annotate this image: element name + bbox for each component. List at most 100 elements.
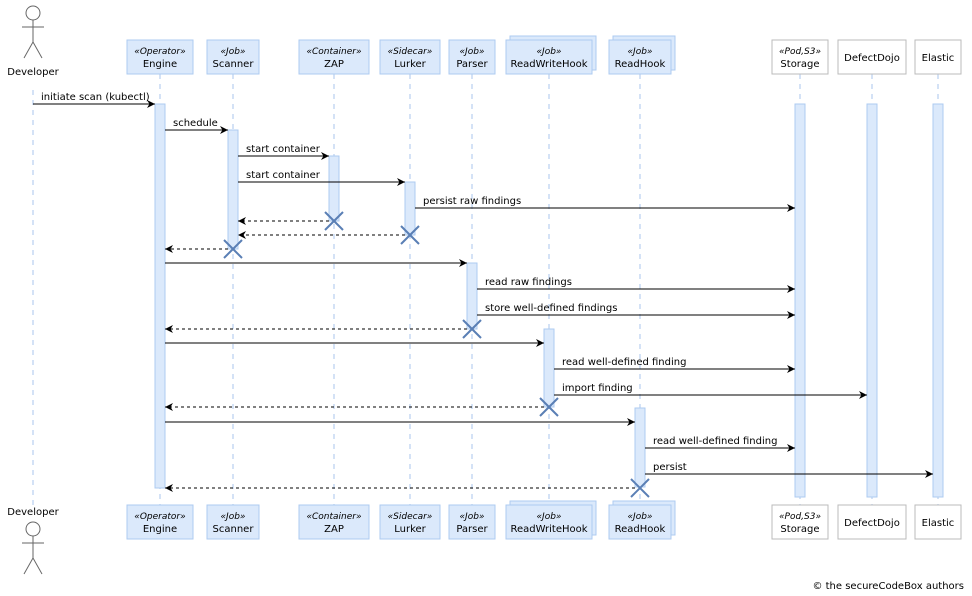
participant-name: Storage <box>780 524 819 535</box>
participant-lurker-bottom: «Sidecar»Lurker <box>379 504 441 540</box>
participant-readhook-bottom: «Job»ReadHook <box>608 500 676 540</box>
activation-bar-lurker <box>404 181 416 236</box>
participant-box <box>126 39 194 75</box>
message-label: persist <box>653 462 687 473</box>
participant-box <box>505 504 593 540</box>
activation-bar-readhook <box>634 407 646 488</box>
participant-name: Scanner <box>213 59 255 70</box>
participant-box <box>914 504 962 540</box>
participant-box <box>206 504 260 540</box>
message-label: store well-defined findings <box>485 303 617 314</box>
participant-stereotype: «Job» <box>460 47 485 57</box>
participant-engine-top: «Operator»Engine <box>126 39 194 75</box>
participant-box <box>771 39 829 75</box>
participant-stereotype: «Job» <box>628 512 653 522</box>
participant-parser-top: «Job»Parser <box>448 39 496 75</box>
participant-box <box>914 39 962 75</box>
activation-bar-elastic <box>932 103 944 498</box>
message-14-readwritehook-to-storage: read well-defined finding <box>554 357 795 373</box>
participant-stereotype: «Job» <box>221 512 246 522</box>
participant-box <box>608 39 672 75</box>
participant-stereotype: «Container» <box>306 512 361 522</box>
participant-name: Elastic <box>922 518 955 529</box>
participant-headers-bottom: Developer «Operator» Engine «Job»Scanner «Co… <box>7 500 962 575</box>
participant-zap-bottom: «Container» ZAP <box>298 504 370 540</box>
participant-stereotype: «Job» <box>460 512 485 522</box>
participant-box <box>448 39 496 75</box>
participant-readhook-top: «Job»ReadHook <box>608 35 676 75</box>
destroy-x-icon <box>630 478 650 498</box>
message-label: initiate scan (kubectl) <box>41 92 150 103</box>
activation-bar-zap <box>328 155 340 222</box>
message-label: schedule <box>173 118 218 129</box>
participant-stereotype: «Pod,S3» <box>779 512 821 522</box>
participant-name: Parser <box>456 524 488 535</box>
participant-box <box>505 39 593 75</box>
destroy-x-icon <box>539 397 559 417</box>
participant-storage-top: «Pod,S3»Storage <box>771 39 829 75</box>
participant-name: DefectDojo <box>844 53 900 64</box>
participant-scanner-bottom: «Job»Scanner <box>206 504 260 540</box>
participant-box <box>837 504 907 540</box>
message-label: import finding <box>562 383 633 394</box>
participant-parser-bottom: «Job» Parser <box>448 504 496 540</box>
participant-stereotype: «Pod,S3» <box>779 47 821 57</box>
message-label: read well-defined finding <box>562 357 686 368</box>
participant-name: Engine <box>143 524 177 535</box>
participant-box <box>771 504 829 540</box>
message-19-readhook-to-elastic: persist <box>645 462 933 478</box>
actor-developer-top: Developer <box>7 5 60 78</box>
copyright-notice: © the secureCodeBox authors <box>812 581 964 592</box>
message-11-parser-to-storage: store well-defined findings <box>477 303 795 319</box>
message-label: read well-defined finding <box>653 436 777 447</box>
messages-layer: initiate scan (kubectl) schedule start con… <box>33 92 933 492</box>
message-3-scanner-to-zap: start container <box>238 144 329 160</box>
message-5-lurker-to-storage: persist raw findings <box>415 196 795 212</box>
participant-lurker-top: «Sidecar»Lurker <box>379 39 441 75</box>
destroy-x-icon <box>400 225 420 245</box>
message-label: start container <box>246 144 321 155</box>
participant-box <box>126 504 194 540</box>
participant-stereotype: «Container» <box>306 47 361 57</box>
participant-name: Lurker <box>394 524 426 535</box>
participant-zap-top: «Container»ZAP <box>298 39 370 75</box>
activation-bar-engine <box>154 103 166 489</box>
participant-stereotype: «Job» <box>221 47 246 57</box>
participant-stereotype: «Job» <box>537 47 562 57</box>
activations-layer <box>154 103 944 498</box>
participant-stereotype: «Operator» <box>134 512 185 522</box>
participant-name: ZAP <box>324 524 344 535</box>
participant-box <box>608 504 672 540</box>
participant-box <box>206 39 260 75</box>
message-label: start container <box>246 170 321 181</box>
participant-defectdojo-bottom: DefectDojo <box>837 504 907 540</box>
participant-name: ReadWriteHook <box>510 524 587 535</box>
message-1-developer-to-engine: initiate scan (kubectl) <box>33 92 155 108</box>
participant-box <box>379 39 441 75</box>
participant-stereotype: «Job» <box>537 512 562 522</box>
activation-bar-storage <box>794 103 806 498</box>
message-10-parser-to-storage: read raw findings <box>477 277 795 293</box>
participant-box <box>448 504 496 540</box>
activation-bar-parser <box>466 262 478 330</box>
participant-name: Elastic <box>922 53 955 64</box>
participant-scanner-top: «Job» Scanner <box>206 39 260 75</box>
participant-defectdojo-top: DefectDojo <box>837 39 907 75</box>
participant-stereotype: «Job» <box>628 47 653 57</box>
message-label: read raw findings <box>485 277 572 288</box>
participant-box <box>837 39 907 75</box>
activation-bar-readwritehook <box>543 328 555 408</box>
message-2-engine-to-scanner: schedule <box>165 118 228 134</box>
actor-developer-bottom: Developer <box>7 507 60 575</box>
destroy-x-icon <box>223 239 243 259</box>
actor-label: Developer <box>7 67 59 78</box>
participant-name: ReadWriteHook <box>510 59 587 70</box>
participant-storage-bottom: «Pod,S3» Storage <box>771 504 829 540</box>
participant-readwritehook-top: «Job» ReadWriteHook <box>505 35 597 75</box>
participant-readwritehook-bottom: «Job» ReadWriteHook <box>505 500 597 540</box>
activation-bar-scanner <box>227 129 239 250</box>
actor-label: Developer <box>7 507 59 518</box>
participant-name: DefectDojo <box>844 518 900 529</box>
activation-bar-defectdojo <box>866 103 878 498</box>
